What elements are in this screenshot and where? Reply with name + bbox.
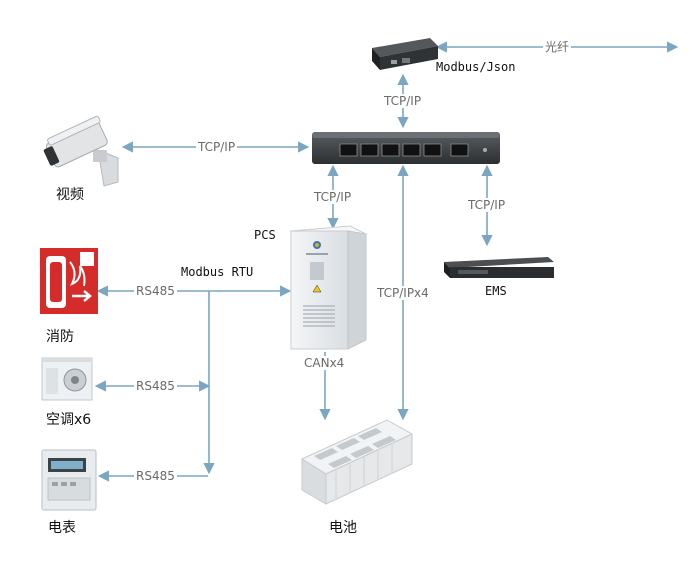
- ac-caption: 空调x6: [46, 412, 92, 428]
- media-converter-caption: Modbus/Json: [436, 60, 516, 74]
- ac-bus-label: RS485: [134, 379, 177, 393]
- air-conditioner-icon: [41, 357, 93, 401]
- converter-switch-label: TCP/IP: [382, 94, 424, 108]
- meter-caption: 电表: [48, 520, 76, 536]
- camera-caption: 视频: [56, 187, 84, 203]
- network-switch-icon: [312, 132, 500, 164]
- fire-bus-label: RS485: [134, 284, 177, 298]
- switch-ems-label: TCP/IP: [466, 198, 508, 212]
- media-converter-icon: [372, 38, 438, 70]
- fire-caption: 消防: [46, 329, 74, 345]
- camera-switch-label: TCP/IP: [196, 140, 238, 154]
- battery-caption: 电池: [329, 520, 357, 536]
- switch-pcs-label: TCP/IP: [312, 190, 354, 204]
- pcs-cabinet-icon: [289, 225, 368, 350]
- ems-caption: EMS: [485, 284, 507, 298]
- fiber-label: 光纤: [543, 40, 572, 54]
- battery-container-icon: [300, 419, 414, 505]
- cctv-camera-icon: [43, 115, 119, 187]
- pcs-caption: PCS: [254, 228, 276, 242]
- fire-alarm-sign-icon: [40, 248, 98, 314]
- meter-bus-label: RS485: [134, 469, 177, 483]
- switch-battery-label: TCP/IPx4: [375, 286, 431, 300]
- bus-protocol-label: Modbus RTU: [181, 265, 254, 279]
- connection-lines: [94, 41, 679, 482]
- electric-meter-icon: [41, 449, 97, 511]
- rack-server-icon: [444, 257, 554, 278]
- pcs-battery-label: CANx4: [302, 356, 347, 370]
